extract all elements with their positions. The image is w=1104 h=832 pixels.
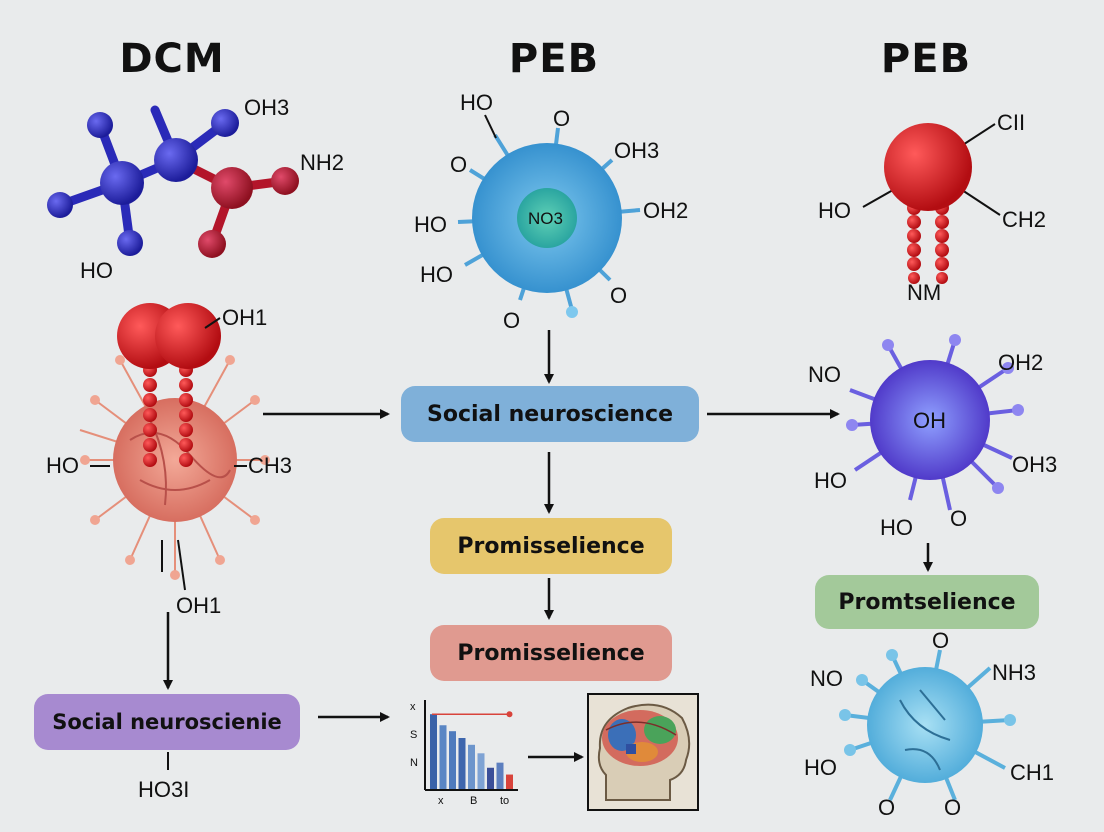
chart-trend-end-dot (506, 711, 513, 718)
right-peb-molecule: CII HO CH2 NM (818, 110, 1046, 305)
chart-bar (439, 725, 447, 789)
light-label-no: NO (810, 666, 843, 691)
peb-label-oh3: OH3 (614, 138, 659, 163)
purple-label-oh2: OH2 (998, 350, 1043, 375)
chart-ytick-2: S (410, 729, 417, 741)
light-label-ho: HO (804, 755, 837, 780)
chart-ytick-1: x (410, 701, 416, 713)
brain-head-icon (587, 693, 699, 811)
right-label-ho: HO (818, 198, 851, 223)
chart-bar (430, 714, 437, 789)
dcm-molecule: OH3 NH2 HO (47, 95, 344, 283)
peb-label-ho2: HO (414, 212, 447, 237)
social-neuroscienie-label: Social neuroscienie (52, 710, 282, 734)
label-ho3i: HO3I (138, 777, 189, 802)
promisselience-pink-box: Promisselience (430, 625, 672, 681)
light-blue-cell: NO NH3 HO CH1 O O O (804, 628, 1054, 820)
chart-bar (496, 762, 504, 789)
chart-xtick-1: x (438, 795, 444, 807)
peb-label-o1: O (553, 106, 570, 131)
light-label-ch1: CH1 (1010, 760, 1054, 785)
light-label-nh3: NH3 (992, 660, 1036, 685)
promisselience-pink-label: Promisselience (457, 640, 645, 666)
cell-label-oh1-bottom: OH1 (176, 593, 221, 618)
chart-ytick-3: N (410, 757, 418, 769)
dcm-label-ho: HO (80, 258, 113, 283)
social-neuroscienie-box: Social neuroscienie (34, 694, 300, 750)
peb-label-o3: O (610, 283, 627, 308)
dcm-label-oh3: OH3 (244, 95, 289, 120)
mini-bar-chart: x S N x B to (410, 700, 518, 807)
chart-xtick-3: to (500, 795, 509, 807)
social-neuroscience-label: Social neuroscience (426, 401, 674, 427)
purple-label-oh: OH (913, 408, 946, 433)
promisselience-yellow-box: Promisselience (430, 518, 672, 574)
promisselience-yellow-label: Promisselience (457, 533, 645, 559)
purple-label-ho: HO (814, 468, 847, 493)
dcm-label-nh2: NH2 (300, 150, 344, 175)
left-cell: OH1 HO CH3 OH1 (46, 303, 292, 618)
right-label-cli: CII (997, 110, 1025, 135)
peb-cell: HO O OH3 O NO3 OH2 HO HO O O (414, 90, 688, 333)
light-label-o2: O (878, 795, 895, 820)
flow-arrows (163, 330, 933, 770)
heading-peb-middle: PEB (508, 36, 600, 82)
peb-label-o4: O (503, 308, 520, 333)
heading-dcm: DCM (119, 36, 225, 82)
purple-label-o: O (950, 506, 967, 531)
chart-bar (458, 738, 466, 789)
purple-cell: NO OH2 OH OH3 HO HO O (808, 334, 1057, 540)
promtselience-green-label: Promtselience (838, 589, 1016, 615)
heading-peb-right: PEB (880, 36, 972, 82)
chart-bar (449, 731, 456, 789)
cell-label-oh1-top: OH1 (222, 305, 267, 330)
light-label-o1: O (932, 628, 949, 653)
peb-label-ho3: HO (420, 262, 453, 287)
chart-bar (506, 774, 513, 789)
social-neuroscience-box: Social neuroscience (401, 386, 699, 442)
purple-label-oh3: OH3 (1012, 452, 1057, 477)
chart-xtick-2: B (470, 795, 477, 807)
cell-label-ch3: CH3 (248, 453, 292, 478)
peb-label-no3: NO3 (528, 209, 563, 228)
peb-label-oh2: OH2 (643, 198, 688, 223)
chart-bar (468, 744, 475, 789)
right-label-nm: NM (907, 280, 941, 305)
right-label-ch2: CH2 (1002, 207, 1046, 232)
purple-label-no: NO (808, 362, 841, 387)
cell-label-ho: HO (46, 453, 79, 478)
purple-label-ho2: HO (880, 515, 913, 540)
light-label-o3: O (944, 795, 961, 820)
peb-label-o2: O (450, 152, 467, 177)
chart-bar (487, 767, 494, 789)
chart-bar (477, 753, 485, 789)
peb-label-ho: HO (460, 90, 493, 115)
promtselience-green-box: Promtselience (815, 575, 1039, 629)
